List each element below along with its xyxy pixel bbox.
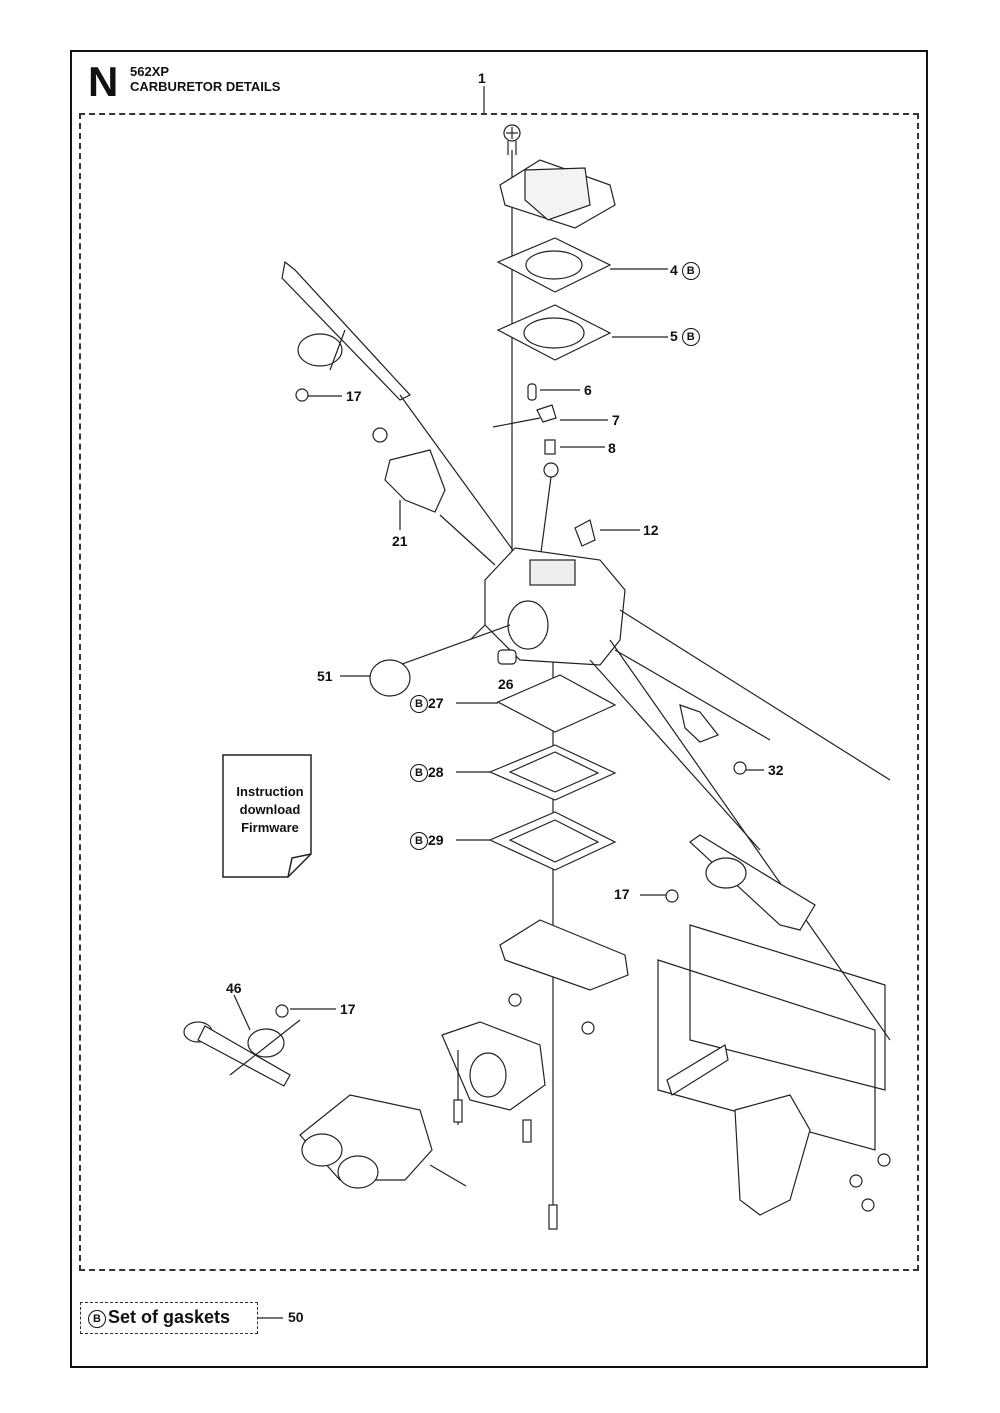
gasket-icon (496, 304, 668, 361)
pump-cover-icon (499, 159, 616, 229)
note-line-3: Firmware (241, 820, 299, 835)
gasket-set-marker-icon: B (410, 764, 428, 783)
diaphragm-icon (496, 237, 668, 293)
gasket-set-marker-icon: B (410, 695, 428, 714)
callout-32: 32 (768, 762, 784, 778)
callout-27-number: 27 (428, 695, 444, 711)
gasket-set-marker-icon: B (681, 328, 700, 347)
callout-7: 7 (612, 412, 620, 428)
callout-17-right: 17 (614, 886, 630, 902)
callout-51: 51 (317, 668, 333, 684)
callout-21: 21 (392, 533, 408, 549)
carburetor-body-icon (469, 547, 626, 666)
note-line-2: download (239, 802, 301, 817)
callout-5-number: 5 (670, 328, 678, 344)
legend-box (80, 1302, 258, 1334)
screw-icon (503, 124, 521, 155)
callout-1: 1 (478, 70, 486, 86)
callout-26: 26 (498, 676, 514, 692)
callout-8: 8 (608, 440, 616, 456)
callout-46: 46 (226, 980, 242, 996)
model-label: 562XP (130, 64, 170, 79)
legend-label: Set of gaskets (108, 1307, 231, 1327)
callout-29-number: 29 (428, 832, 444, 848)
assembly-group-box (79, 113, 919, 1271)
page-title: CARBURETOR DETAILS (130, 79, 281, 94)
callout-17-top: 17 (346, 388, 362, 404)
legend-number: 50 (288, 1309, 304, 1325)
callout-4: 4 B (670, 262, 700, 281)
gasket-set-marker-icon: B (88, 1310, 106, 1328)
document-icon (222, 754, 312, 878)
instruction-note[interactable]: Instruction download Firmware (230, 783, 310, 837)
gasket-set-marker-icon: B (410, 832, 428, 851)
callout-6: 6 (584, 382, 592, 398)
page-frame (70, 50, 928, 1368)
note-line-1: Instruction (236, 784, 304, 799)
callout-5: 5 B (670, 328, 700, 347)
throttle-shaft-icon (281, 260, 521, 561)
section-letter: N (88, 58, 119, 105)
choke-housing-icon (372, 427, 496, 566)
callout-4-number: 4 (670, 262, 678, 278)
callout-17-bottom: 17 (340, 1001, 356, 1017)
gasket-set-marker-icon: B (681, 262, 700, 281)
callout-28-number: 28 (428, 764, 444, 780)
callout-12: 12 (643, 522, 659, 538)
